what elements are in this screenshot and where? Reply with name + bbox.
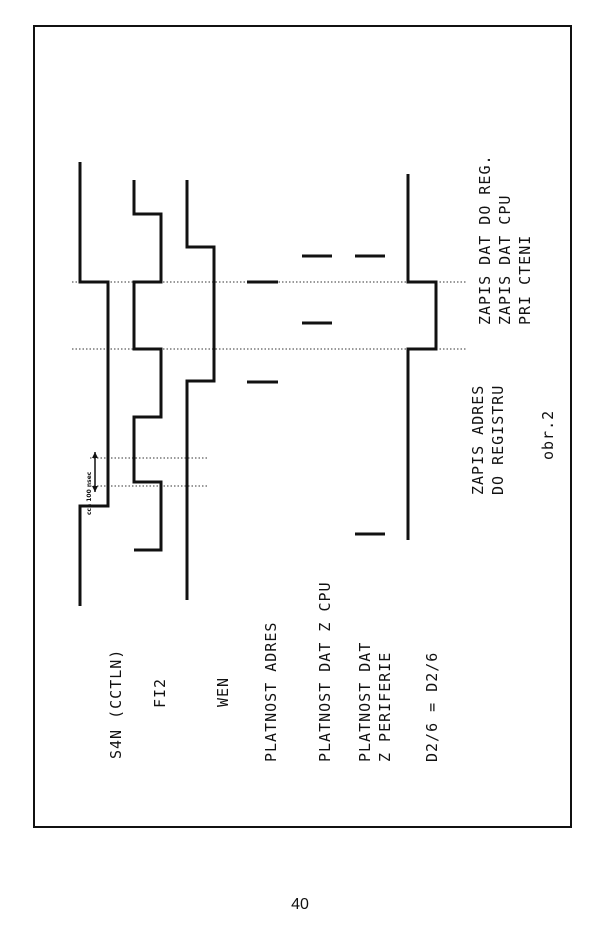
platnost-dat-label-line2: Z PERIFERIE [376, 652, 394, 762]
zapis-dat-reg-line2: ZAPIS DAT CPU [496, 195, 514, 325]
timing-arrow-up [92, 452, 98, 458]
timing-annotation: cca 100 nsec [86, 471, 93, 515]
figure-border [33, 25, 572, 828]
fi2-label: FI2 [151, 678, 169, 708]
zapis-dat-reg-line3: PRI CTENI [516, 235, 534, 325]
platnost-dat-label-line1: PLATNOST DAT [356, 642, 374, 762]
page-number: 40 [291, 896, 309, 913]
fi2-waveform [132, 180, 163, 552]
timing-arrow-down [92, 486, 98, 492]
d26-label: D2/6 = D2/6 [423, 652, 441, 762]
zapis-dat-reg-line1: ZAPIS DAT DO REG. [476, 154, 494, 325]
platnost-adres-label: PLATNOST ADRES [262, 622, 280, 762]
platnost-dat-cpu-label: PLATNOST DAT Z CPU [316, 581, 334, 762]
s4n-label: S4N (CCTLN) [107, 649, 125, 759]
s4n-waveform [78, 162, 110, 606]
zapis-adres-line1: ZAPIS ADRES [469, 385, 487, 495]
figure-label: obr.2 [539, 410, 557, 460]
wen-label: WEN [214, 677, 232, 707]
d26-waveform [406, 174, 438, 540]
zapis-adres-line2: DO REGISTRU [489, 385, 507, 495]
wen-waveform [185, 180, 216, 600]
